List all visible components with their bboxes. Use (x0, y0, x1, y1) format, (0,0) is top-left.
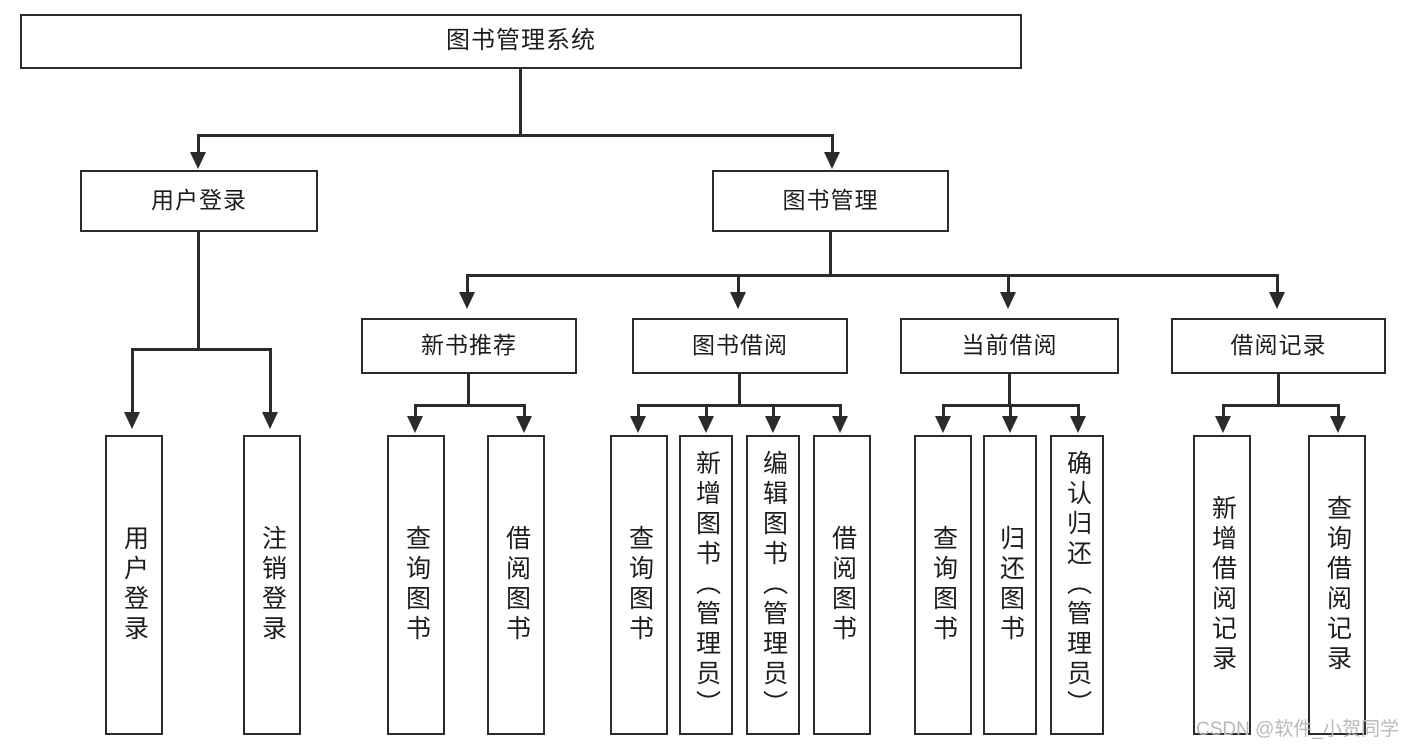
node-new-book-recommend[interactable]: 新书推荐 (361, 318, 577, 374)
connector-user-login-to-leaf-1 (131, 348, 134, 414)
arrowhead-to-leaf-user-login (124, 412, 140, 429)
arrowhead-to-leaf-add-record (1215, 416, 1231, 433)
connector-br-to-leaf-1 (1222, 404, 1225, 418)
connector-root-stem (519, 69, 522, 135)
connector-bb-to-leaf-4 (839, 404, 842, 418)
node-user-login[interactable]: 用户登录 (80, 170, 318, 232)
connector-to-borrow-record (1276, 274, 1279, 294)
connector-current-borrow-stem (1008, 374, 1011, 406)
connector-root-to-user-login (197, 134, 200, 154)
leaf-label: 新增图书（管理员） (692, 450, 721, 720)
connector-bb-to-leaf-3 (772, 404, 775, 418)
connector-new-book-recommend-stem (467, 374, 470, 406)
connector-borrow-record-stem (1277, 374, 1280, 406)
arrowhead-to-leaf-query-book-3 (935, 416, 951, 433)
leaf-node-add-book[interactable]: 新增图书（管理员） (679, 435, 733, 735)
arrowhead-to-book-borrow (730, 292, 746, 309)
leaf-node-add-record[interactable]: 新增借阅记录 (1193, 435, 1251, 735)
node-label: 用户登录 (151, 187, 247, 214)
connector-bb-to-leaf-2 (705, 404, 708, 418)
leaf-node-borrow-book-2[interactable]: 借阅图书 (813, 435, 871, 735)
connector-book-manage-bus (466, 274, 1279, 277)
connector-cb-to-leaf-1 (942, 404, 945, 418)
leaf-label: 查询图书 (625, 525, 654, 645)
arrowhead-to-leaf-edit-book (765, 416, 781, 433)
node-label: 新书推荐 (421, 332, 517, 359)
arrowhead-to-current-borrow (1000, 292, 1016, 309)
arrowhead-to-leaf-borrow-book-2 (832, 416, 848, 433)
connector-new-book-recommend-bus (414, 404, 526, 407)
leaf-label: 查询图书 (402, 525, 431, 645)
leaf-label: 借阅图书 (502, 525, 531, 645)
leaf-node-query-book-1[interactable]: 查询图书 (387, 435, 445, 735)
leaf-node-confirm-return[interactable]: 确认归还（管理员） (1050, 435, 1104, 735)
connector-user-login-to-leaf-2 (269, 348, 272, 414)
arrowhead-to-borrow-record (1269, 292, 1285, 309)
connector-user-login-bus (131, 348, 272, 351)
leaf-node-edit-book[interactable]: 编辑图书（管理员） (746, 435, 800, 735)
connector-borrow-record-bus (1222, 404, 1338, 407)
connector-book-borrow-bus (637, 404, 841, 407)
arrowhead-to-user-login (190, 152, 206, 169)
leaf-label: 新增借阅记录 (1208, 495, 1237, 675)
node-book-management[interactable]: 图书管理 (712, 170, 949, 232)
leaf-label: 借阅图书 (828, 525, 857, 645)
leaf-node-user-login[interactable]: 用户登录 (105, 435, 163, 735)
node-label: 当前借阅 (961, 332, 1058, 359)
leaf-node-return-book[interactable]: 归还图书 (983, 435, 1037, 735)
arrowhead-to-leaf-user-logout (262, 412, 278, 429)
leaf-label: 查询借阅记录 (1323, 495, 1352, 675)
connector-nbr-to-leaf-1 (414, 404, 417, 418)
arrowhead-to-book-manage (824, 152, 840, 169)
connector-cb-to-leaf-3 (1077, 404, 1080, 418)
connector-bb-to-leaf-1 (637, 404, 640, 418)
connector-book-borrow-stem (738, 374, 741, 406)
connector-to-current-borrow (1007, 274, 1010, 294)
leaf-label: 归还图书 (996, 525, 1025, 645)
leaf-node-query-book-3[interactable]: 查询图书 (914, 435, 972, 735)
arrowhead-to-leaf-query-book-2 (630, 416, 646, 433)
connector-br-to-leaf-2 (1337, 404, 1340, 418)
leaf-node-borrow-book-1[interactable]: 借阅图书 (487, 435, 545, 735)
arrowhead-to-leaf-query-record (1330, 416, 1346, 433)
leaf-label: 确认归还（管理员） (1063, 450, 1092, 720)
arrowhead-to-leaf-borrow-book-1 (516, 416, 532, 433)
arrowhead-to-new-book-recommend (459, 292, 475, 309)
connector-nbr-to-leaf-2 (523, 404, 526, 418)
connector-user-login-stem (197, 232, 200, 351)
connector-book-manage-stem (829, 232, 832, 277)
node-label: 图书管理 (782, 187, 879, 214)
node-label: 借阅记录 (1230, 332, 1327, 359)
leaf-label: 编辑图书（管理员） (759, 450, 788, 720)
connector-root-bus (197, 134, 834, 137)
node-label: 图书管理系统 (446, 27, 596, 55)
node-label: 图书借阅 (692, 332, 788, 359)
node-borrow-record[interactable]: 借阅记录 (1171, 318, 1386, 374)
arrowhead-to-leaf-query-book-1 (407, 416, 423, 433)
node-book-borrow[interactable]: 图书借阅 (632, 318, 848, 374)
arrowhead-to-leaf-return-book (1002, 416, 1018, 433)
connector-to-new-book-recommend (466, 274, 469, 294)
arrowhead-to-leaf-add-book (698, 416, 714, 433)
leaf-node-user-logout[interactable]: 注销登录 (243, 435, 301, 735)
connector-to-book-borrow (737, 274, 740, 294)
node-current-borrow[interactable]: 当前借阅 (900, 318, 1119, 374)
leaf-label: 查询图书 (929, 525, 958, 645)
connector-cb-to-leaf-2 (1009, 404, 1012, 418)
leaf-node-query-book-2[interactable]: 查询图书 (610, 435, 668, 735)
leaf-node-query-record[interactable]: 查询借阅记录 (1308, 435, 1366, 735)
leaf-label: 注销登录 (258, 525, 287, 645)
csdn-watermark: CSDN @软件_小贺同学 (1196, 719, 1399, 740)
arrowhead-to-leaf-confirm-return (1070, 416, 1086, 433)
connector-root-to-book-manage (831, 134, 834, 154)
leaf-label: 用户登录 (120, 525, 149, 645)
node-book-management-system[interactable]: 图书管理系统 (20, 14, 1022, 69)
